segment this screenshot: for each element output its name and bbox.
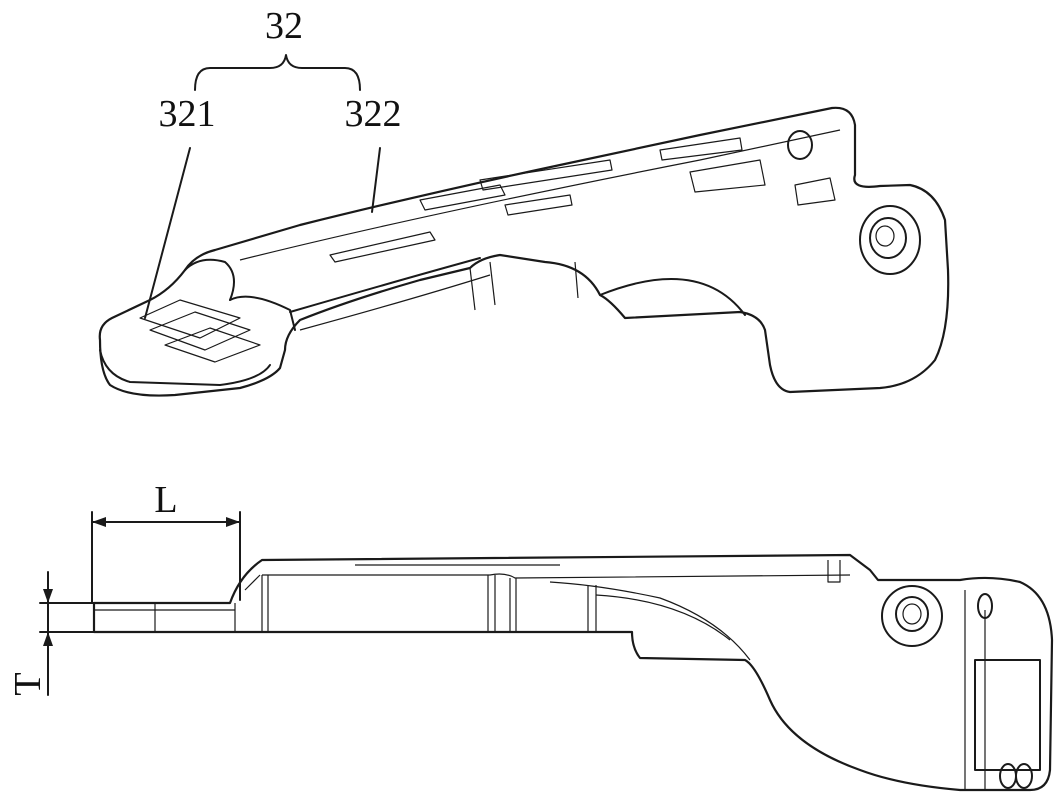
dim-l-arrow-left [92, 517, 106, 527]
label-322: 322 [345, 93, 402, 135]
rib-1 [470, 268, 475, 310]
label-321: 321 [159, 93, 216, 135]
dimension-length: L [92, 479, 240, 603]
label-32: 32 [265, 5, 303, 47]
arm-outline-perspective [100, 108, 948, 396]
rib-2 [490, 262, 495, 305]
arm-outline-side [94, 555, 1052, 790]
dim-t-arrow-bottom [43, 632, 53, 646]
perspective-view [100, 108, 948, 396]
leader-322 [372, 148, 380, 212]
brace [195, 55, 360, 90]
dim-l-arrow-right [226, 517, 240, 527]
dim-t-arrow-top [43, 589, 53, 603]
label-T: T [7, 672, 49, 695]
dimension-thickness: T [7, 572, 94, 696]
label-L: L [154, 479, 177, 521]
side-view [94, 555, 1052, 790]
